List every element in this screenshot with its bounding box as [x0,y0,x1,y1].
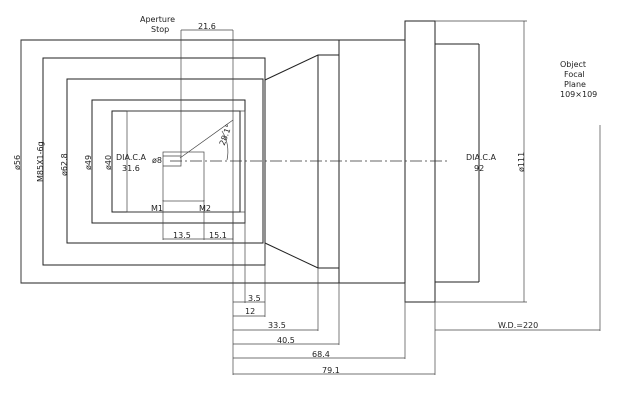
aperture-label-2: Stop [151,25,169,34]
d33-5-label: 33.5 [268,321,286,330]
dim-21-6-label: 21.6 [198,22,216,31]
aperture-label-1: Aperture [140,15,175,24]
object-label-2: Focal [564,70,585,79]
d13-5-label: 13.5 [173,231,191,240]
front-flange [338,39,406,284]
front-cone-bottom [264,242,339,269]
phi111-label: ø111 [517,152,526,172]
dia-ca-left: DIA.C.A [116,153,147,162]
angle-line [179,119,234,159]
m2-label: M2 [199,204,211,213]
object-label-1: Object [560,60,586,69]
dia-ca-right: DIA.C.A [466,153,497,162]
d12-label: 12 [245,307,255,316]
m85-label: M85X1-6g [36,141,45,182]
d15-1-label: 15.1 [209,231,227,240]
object-label-4: 109×109 [560,90,597,99]
phi62-label: ø62.8 [60,153,69,176]
m1-label: M1 [151,204,163,213]
phi8-label: ø8 [152,156,162,165]
phi56-label: ø56 [13,155,22,170]
dia-ca-right-val: 92 [474,164,484,173]
d40-5-label: 40.5 [277,336,295,345]
d3-5-label: 3.5 [248,294,261,303]
phi49-body [91,99,246,224]
phi49-label: ø49 [84,155,93,170]
d79-1-label: 79.1 [322,366,340,375]
front-cone-top [264,54,339,81]
wd-label: W.D.=220 [498,321,538,330]
object-label-3: Plane [564,80,586,89]
aperture-phi8-box [163,155,182,167]
phi40-label: ø40 [104,155,113,170]
mirror-box [162,151,205,202]
d68-4-label: 68.4 [312,350,330,359]
angle-label: 28.1° [218,123,234,147]
dia-ca-left-val: 31.6 [122,164,140,173]
phi62-body [66,78,264,244]
front-element [404,20,436,303]
angle-arc [221,130,229,161]
